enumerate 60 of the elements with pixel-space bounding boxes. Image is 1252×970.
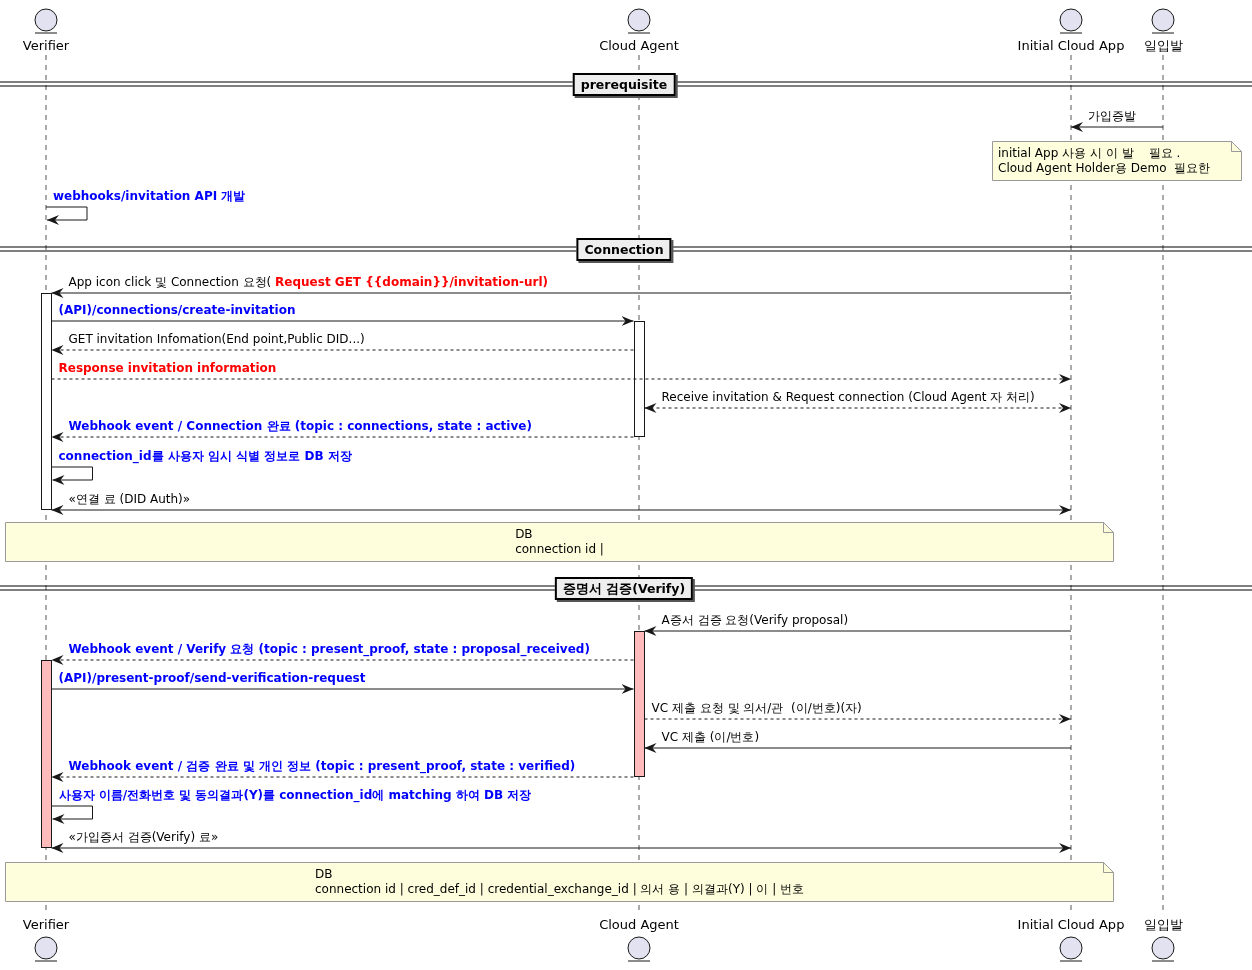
note-text: Cloud Agent Holder용 Demo 필요한 bbox=[998, 161, 1211, 176]
self-message-arrow bbox=[51, 805, 93, 824]
section-separator: 증명서 검증(Verify) bbox=[554, 577, 694, 600]
message-label: «연결 료 (DID Auth)» bbox=[68, 492, 191, 507]
message-label: App icon click 및 Connection 요청( Request GET {{domain}}/invitation-url) bbox=[68, 275, 548, 290]
section-separator: Connection bbox=[576, 238, 672, 261]
message-arrow bbox=[644, 714, 1072, 724]
message-arrow bbox=[51, 843, 1072, 853]
participant-name: Verifier bbox=[22, 917, 70, 933]
message-arrow bbox=[51, 772, 634, 782]
activation-bar bbox=[40, 293, 52, 510]
message-arrow bbox=[51, 316, 634, 326]
message-label: webhooks/invitation API 개발 bbox=[53, 189, 246, 204]
message-arrow bbox=[51, 288, 1072, 298]
message-label: GET invitation Infomation(End point,Public DID...) bbox=[68, 332, 365, 347]
message-arrow bbox=[51, 432, 634, 442]
participant-name: 일입발 bbox=[1143, 38, 1183, 54]
self-message-arrow bbox=[45, 206, 88, 225]
message-arrow bbox=[51, 505, 1072, 515]
participant-name: Initial Cloud App bbox=[1017, 38, 1125, 54]
self-message-arrow bbox=[51, 466, 93, 485]
section-separator: prerequisite bbox=[572, 73, 676, 96]
participant-name: Initial Cloud App bbox=[1017, 917, 1125, 933]
message-label: Receive invitation & Request connection (Cloud Agent 자 처리) bbox=[661, 390, 1035, 405]
message-label: Response invitation information bbox=[58, 361, 277, 376]
message-arrow bbox=[51, 655, 634, 665]
message-label: Webhook event / Connection 완료 (topic : connections, state : active) bbox=[68, 419, 532, 434]
message-arrow bbox=[644, 626, 1072, 636]
message-label: VC 제출 요청 및 의서/관 (이/번호)(자) bbox=[651, 701, 862, 716]
message-arrow bbox=[51, 684, 634, 694]
note bbox=[5, 862, 1114, 902]
activation-bar bbox=[40, 660, 52, 848]
message-label: VC 제출 (이/번호) bbox=[661, 730, 760, 745]
note-text: DB bbox=[315, 867, 333, 882]
note bbox=[992, 141, 1242, 181]
participant-name: Verifier bbox=[22, 38, 70, 54]
message-label: (API)/present-proof/send-verification-request bbox=[58, 671, 366, 686]
message-label: A증서 검증 요청(Verify proposal) bbox=[661, 613, 849, 628]
message-arrow bbox=[644, 403, 1072, 413]
participant-name: 일입발 bbox=[1143, 917, 1183, 933]
message-label: 사용자 이름/전화번호 및 동의결과(Y)를 connection_id에 matching 하여 DB 저장 bbox=[58, 788, 532, 803]
message-arrow bbox=[51, 345, 634, 355]
note-text: initial App 사용 시 이 발 필요 . bbox=[998, 146, 1181, 161]
note-text: connection id | bbox=[515, 542, 604, 557]
message-arrow bbox=[1070, 122, 1164, 132]
message-label: connection_id를 사용자 임시 식별 정보로 DB 저장 bbox=[58, 449, 352, 464]
message-label: «가입증서 검증(Verify) 료» bbox=[68, 830, 219, 845]
message-arrow bbox=[644, 743, 1072, 753]
message-label: 가입증발 bbox=[1088, 109, 1136, 124]
message-arrow bbox=[51, 374, 1072, 384]
message-label: Webhook event / 검증 완료 및 개인 정보 (topic : present_proof, state : verified) bbox=[68, 759, 576, 774]
message-label: Webhook event / Verify 요청 (topic : present_proof, state : proposal_received) bbox=[68, 642, 590, 657]
note bbox=[5, 522, 1114, 562]
note-text: connection id | cred_def_id | credential_exchange_id | 의서 용 | 의결과(Y) | 이 | 번호 bbox=[315, 882, 804, 897]
activation-bar bbox=[633, 321, 645, 437]
activation-bar bbox=[633, 631, 645, 777]
participant-name: Cloud Agent bbox=[599, 917, 679, 933]
message-label: (API)/connections/create-invitation bbox=[58, 303, 296, 318]
participant-name: Cloud Agent bbox=[599, 38, 679, 54]
note-text: DB bbox=[515, 527, 533, 542]
